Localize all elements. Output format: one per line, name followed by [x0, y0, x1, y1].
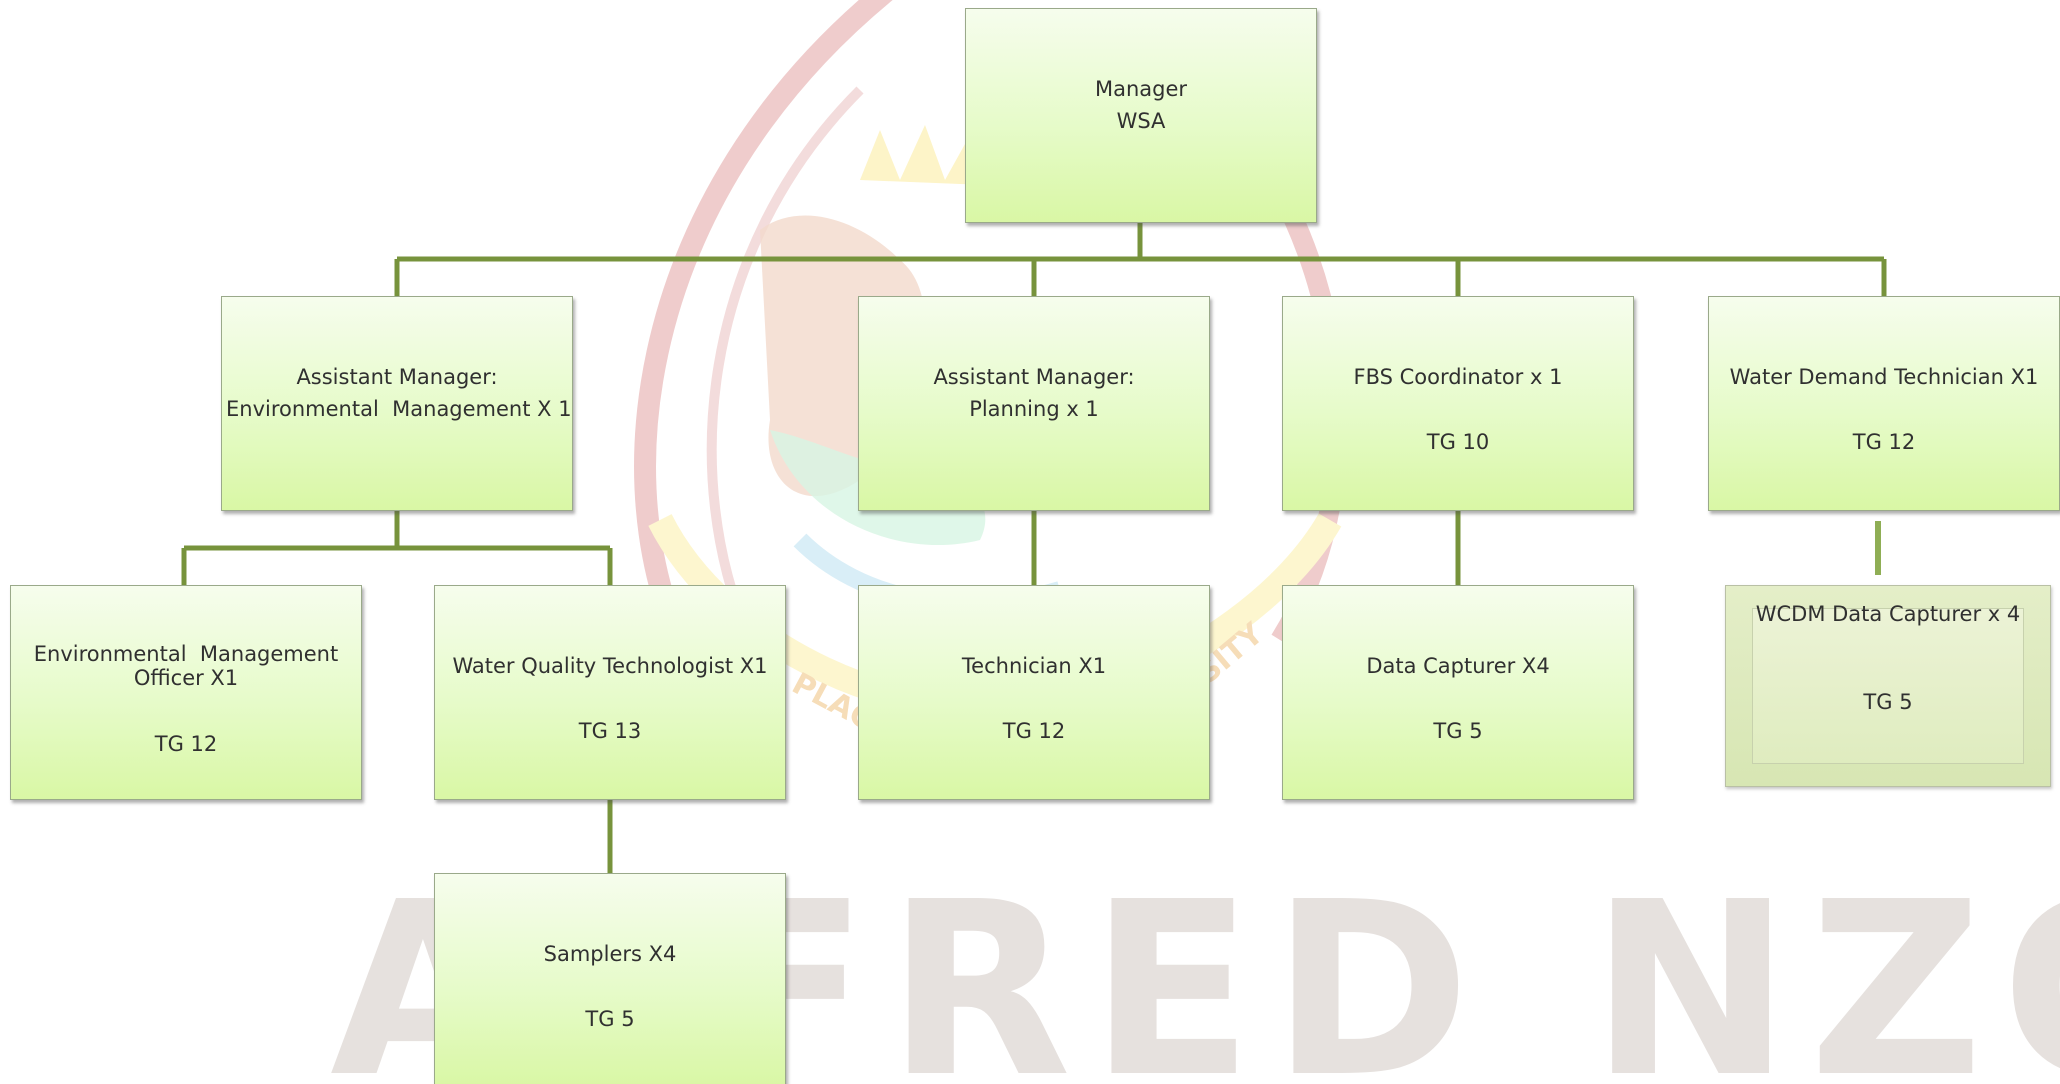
node-tech-grade: TG 12 — [1002, 719, 1066, 743]
node-tech-title: Technician X1 — [961, 654, 1107, 678]
node-asst-manager-environmental: Assistant Manager: Environmental Managem… — [221, 296, 573, 511]
node-asst-manager-planning: Assistant Manager: Planning x 1 — [858, 296, 1210, 511]
node-asst-env-line2: Environmental Management X 1 — [226, 397, 572, 421]
node-water-demand-technician: Water Demand Technician X1 TG 12 — [1708, 296, 2060, 511]
node-emo-line1: Environmental Management — [33, 642, 339, 666]
node-asst-plan-line2: Planning x 1 — [969, 397, 1099, 421]
seal-arc-left-inner — [706, 86, 864, 643]
bevel-inner-panel — [1752, 608, 2024, 764]
node-fbs-coordinator: FBS Coordinator x 1 TG 10 — [1282, 296, 1634, 511]
node-emo-line2: Officer X1 — [133, 666, 239, 690]
node-samplers-grade: TG 5 — [585, 1007, 635, 1031]
node-manager-title: Manager — [1094, 77, 1188, 101]
node-wcdm-grade: TG 5 — [1863, 690, 1913, 714]
node-water-quality-technologist: Water Quality Technologist X1 TG 13 — [434, 585, 786, 800]
node-manager-unit: WSA — [1116, 109, 1166, 133]
seal-sun-rays — [860, 125, 985, 185]
node-samplers-title: Samplers X4 — [543, 942, 677, 966]
node-wcdm-data-capturer: WCDM Data Capturer x 4 TG 5 — [1725, 585, 2051, 787]
node-technician: Technician X1 TG 12 — [858, 585, 1210, 800]
node-dc-title: Data Capturer X4 — [1366, 654, 1550, 678]
node-wqt-grade: TG 13 — [578, 719, 642, 743]
node-manager: Manager WSA — [965, 8, 1317, 223]
node-env-management-officer: Environmental Management Officer X1 TG 1… — [10, 585, 362, 800]
node-wqt-title: Water Quality Technologist X1 — [452, 654, 768, 678]
node-data-capturer: Data Capturer X4 TG 5 — [1282, 585, 1634, 800]
node-asst-env-line1: Assistant Manager: — [296, 365, 498, 389]
node-emo-grade: TG 12 — [154, 732, 218, 756]
node-wdt-title: Water Demand Technician X1 — [1729, 365, 2039, 389]
node-samplers: Samplers X4 TG 5 — [434, 873, 786, 1084]
node-wcdm-title: WCDM Data Capturer x 4 — [1755, 602, 2021, 626]
node-wdt-grade: TG 12 — [1852, 430, 1916, 454]
node-asst-plan-line1: Assistant Manager: — [933, 365, 1135, 389]
node-fbs-grade: TG 10 — [1426, 430, 1490, 454]
node-dc-grade: TG 5 — [1433, 719, 1483, 743]
node-fbs-title: FBS Coordinator x 1 — [1353, 365, 1563, 389]
